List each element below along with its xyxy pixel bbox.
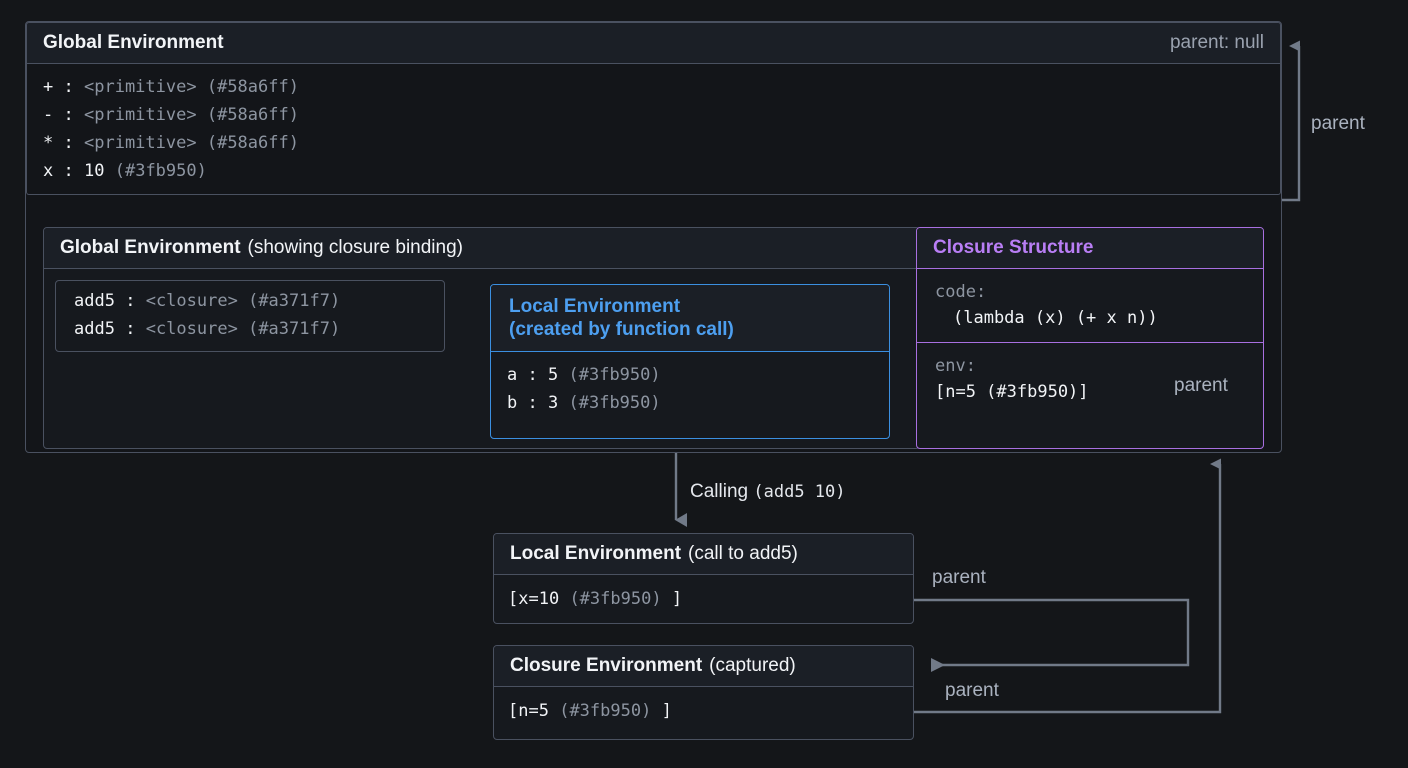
binding-value: 3 [548, 393, 559, 414]
binding-address: (#58a6ff) [206, 132, 299, 153]
binding-separator: : [527, 393, 538, 414]
label-parent-local: parent [932, 567, 986, 588]
binding-separator: : [63, 77, 74, 97]
binding-value: <primitive> [84, 104, 197, 125]
label-parent-closure-env: parent [1174, 375, 1228, 396]
frame-close: ] [661, 701, 672, 721]
frame-address: (#3fb950) [569, 589, 662, 609]
binding-separator: : [63, 104, 74, 125]
binding-name: a [507, 365, 518, 386]
frame-binding: [x=10 [508, 589, 560, 609]
closure-code-value: (lambda (x) (+ x n)) [953, 308, 1158, 329]
binding-row: a : 5 (#3fb950) [507, 362, 873, 390]
binding-value: 5 [548, 365, 559, 386]
binding-address: (#a371f7) [248, 318, 341, 339]
global-environment-bindings: + : <primitive> (#58a6ff) - : <primitive… [26, 64, 1281, 195]
bottom-local-environment-subtitle: (call to add5) [688, 543, 798, 564]
binding-value: <primitive> [84, 132, 197, 153]
bottom-closure-environment-title: Closure Environment [510, 655, 703, 676]
closure-env-key: env: [935, 355, 976, 376]
binding-row: b : 3 (#3fb950) [507, 390, 873, 418]
local-environment-created-rows: a : 5 (#3fb950) b : 3 (#3fb950) [491, 352, 889, 428]
local-environment-created-subtitle: (created by function call) [509, 319, 734, 341]
label-parent-closure: parent [945, 680, 999, 701]
binding-address: (#58a6ff) [206, 77, 299, 97]
binding-name: add5 [74, 318, 115, 339]
binding-address: (#3fb950) [114, 160, 207, 181]
binding-row: add5 : <closure> (#a371f7) [74, 288, 426, 316]
global-environment-title: Global Environment [43, 32, 224, 53]
global-environment-panel: Global Environment parent: null + : <pri… [26, 22, 1281, 203]
binding-name: x [43, 160, 54, 181]
binding-name: * [43, 132, 54, 153]
closure-structure-title: Closure Structure [933, 237, 1094, 258]
label-calling-text: Calling [690, 481, 749, 502]
frame-close: ] [671, 589, 683, 609]
bottom-closure-environment-subtitle: (captured) [709, 655, 796, 676]
binding-row: x : 10 (#3fb950) [43, 158, 1264, 186]
bottom-closure-environment-frame: [n=5 (#3fb950) ] [494, 687, 913, 737]
binding-address: (#3fb950) [568, 393, 661, 414]
closure-binding-rows: add5 : <closure> (#a371f7) add5 : <closu… [55, 280, 445, 352]
global-environment-parent-label: parent: null [1169, 32, 1264, 53]
local-environment-created-header: Local Environment (created by function c… [491, 285, 889, 353]
binding-row: - : <primitive> (#58a6ff) [43, 102, 1264, 130]
binding-row: add5 : <closure> (#a371f7) [74, 316, 426, 344]
bottom-closure-environment-panel: Closure Environment (captured) [n=5 (#3f… [493, 645, 914, 740]
binding-address: (#58a6ff) [206, 104, 299, 125]
binding-separator: : [125, 318, 136, 339]
bottom-local-environment-header: Local Environment (call to add5) [494, 534, 913, 575]
binding-address: (#3fb950) [568, 365, 661, 386]
closure-binding-header: Global Environment (showing closure bind… [44, 228, 919, 269]
binding-separator: : [63, 132, 74, 153]
closure-structure-env-section: env: [n=5 (#3fb950)] [917, 341, 1263, 416]
binding-name: b [507, 393, 518, 414]
bottom-local-environment-title: Local Environment [510, 543, 682, 564]
wire-parent-local-to-closure [914, 598, 1190, 672]
closure-structure-code-section: code: (lambda (x) (+ x n)) [917, 269, 1263, 342]
binding-name: - [43, 104, 54, 125]
binding-value: <primitive> [84, 77, 197, 97]
binding-separator: : [63, 160, 74, 181]
closure-structure-header: Closure Structure [917, 228, 1263, 269]
binding-row: + : <primitive> (#58a6ff) [43, 74, 1264, 102]
bottom-local-environment-frame: [x=10 (#3fb950) ] [494, 575, 913, 625]
label-calling: Calling (add5 10) [690, 481, 846, 503]
local-environment-created-panel: Local Environment (created by function c… [490, 284, 890, 439]
closure-code-key: code: [935, 282, 987, 302]
global-environment-header: Global Environment parent: null [26, 22, 1281, 64]
binding-value: <closure> [145, 318, 238, 339]
bottom-closure-environment-header: Closure Environment (captured) [494, 646, 913, 687]
frame-binding: [n=5 [508, 701, 549, 721]
label-calling-expr: (add5 10) [753, 482, 846, 502]
closure-binding-subtitle: (showing closure binding) [247, 237, 463, 258]
binding-row: * : <primitive> (#58a6ff) [43, 130, 1264, 158]
binding-name: + [43, 77, 54, 97]
binding-name: add5 [74, 291, 115, 311]
binding-separator: : [125, 291, 136, 311]
closure-binding-title: Global Environment [60, 237, 241, 258]
global-environment-container: Global Environment parent: null + : <pri… [25, 21, 1282, 453]
binding-address: (#a371f7) [248, 291, 341, 311]
binding-value: 10 [84, 160, 105, 181]
frame-address: (#3fb950) [559, 701, 652, 721]
closure-env-value: [n=5 (#3fb950)] [935, 382, 1089, 403]
wire-parent-global [1282, 40, 1301, 202]
binding-separator: : [527, 365, 538, 386]
label-parent-global: parent [1311, 113, 1365, 134]
binding-value: <closure> [145, 291, 238, 311]
closure-structure-panel: Closure Structure code: (lambda (x) (+ x… [916, 227, 1264, 449]
bottom-local-environment-panel: Local Environment (call to add5) [x=10 (… [493, 533, 914, 624]
local-environment-created-title: Local Environment [509, 296, 681, 317]
